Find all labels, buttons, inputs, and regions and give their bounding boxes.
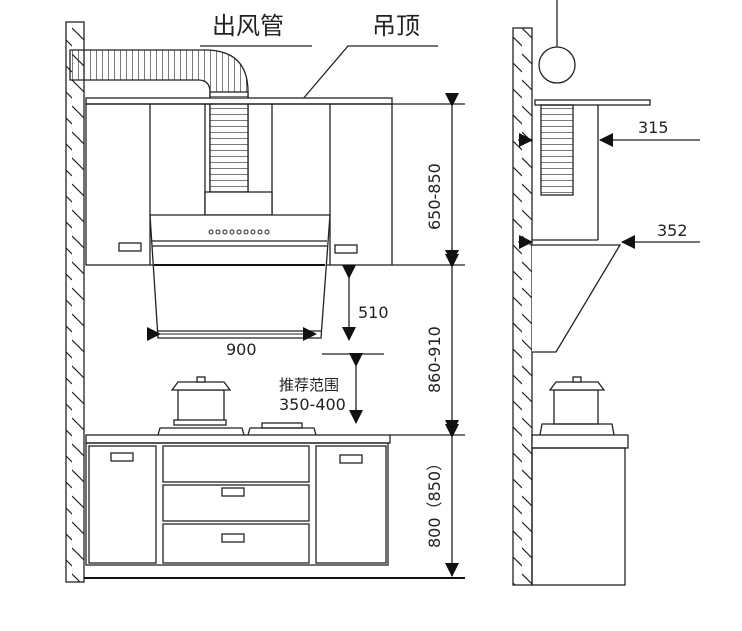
side-hood [532, 244, 622, 353]
side-depth-hood-label: 352 [657, 221, 688, 240]
drawer-top [162, 445, 310, 483]
side-duct [540, 104, 574, 196]
ceiling-label: 吊顶 [372, 12, 420, 40]
side-depth-top-label: 315 [638, 118, 669, 137]
base-cabinet [85, 442, 389, 566]
duct-label: 出风管 [212, 12, 284, 40]
ceiling-leader-line [301, 45, 438, 101]
side-base-cabinet [531, 447, 626, 586]
cabinet-handle-left [118, 242, 142, 252]
drawer-middle [162, 484, 310, 522]
drawer-bottom [162, 523, 310, 564]
side-pot-icon [539, 376, 615, 436]
countertop [85, 434, 391, 444]
hood-width-label: 900 [226, 340, 257, 359]
burner-left [157, 427, 245, 436]
side-countertop [531, 434, 629, 449]
exhaust-duct-vertical [209, 91, 249, 193]
side-ceiling-board [534, 99, 651, 106]
recommended-range-title: 推荐范围 [279, 376, 339, 394]
cabinet-height-label: 650-850 [425, 163, 444, 230]
hood-control-buttons [208, 229, 270, 235]
hood-to-cabinet-label: 510 [358, 303, 389, 322]
counter-height-label: 800（850） [425, 455, 444, 548]
ceiling-board [85, 97, 393, 105]
pot-icon [170, 376, 232, 426]
recommended-range-label: 350-400 [279, 395, 346, 414]
burner-right [247, 427, 317, 436]
hood-height-label: 860-910 [425, 326, 444, 393]
base-door-right [315, 445, 387, 564]
front-wall [65, 21, 85, 583]
cabinet-handle-right [334, 244, 358, 254]
side-duct-outlet [538, 46, 576, 84]
base-door-left [88, 445, 157, 564]
hood-chimney [204, 191, 273, 216]
side-wall [512, 27, 533, 586]
